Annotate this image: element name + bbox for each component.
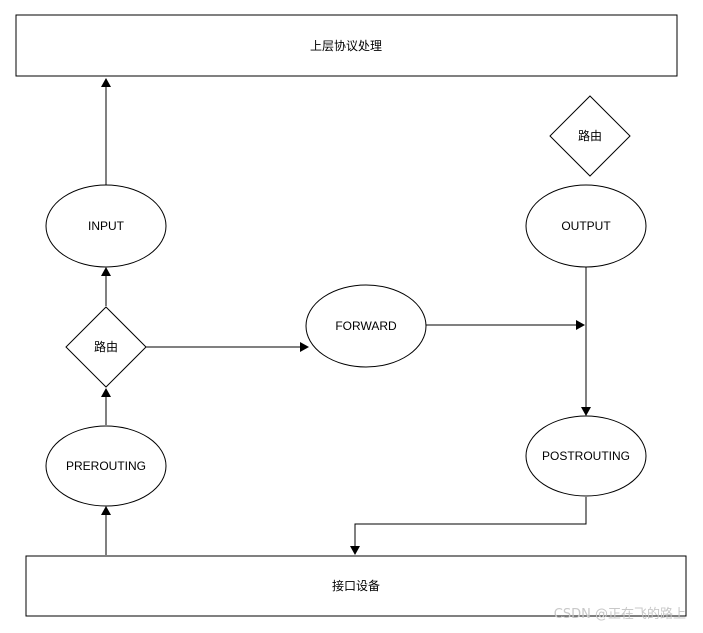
routing-left-label: 路由 xyxy=(94,339,118,354)
forward-label: FORWARD xyxy=(335,319,397,333)
interface-node: 接口设备 xyxy=(25,555,687,617)
prerouting-node: PREROUTING xyxy=(45,425,167,507)
upper-layer-label: 上层协议处理 xyxy=(310,38,382,53)
prerouting-label: PREROUTING xyxy=(66,459,146,473)
postrouting-node: POSTROUTING xyxy=(525,415,647,497)
postrouting-label: POSTROUTING xyxy=(542,449,630,463)
edges xyxy=(101,78,591,555)
edge-postrouting-to-interface xyxy=(350,497,587,555)
routing-left-node: 路由 xyxy=(65,306,147,388)
upper-layer-node: 上层协议处理 xyxy=(15,14,678,77)
interface-label: 接口设备 xyxy=(332,578,380,593)
input-label: INPUT xyxy=(88,219,125,233)
forward-node: FORWARD xyxy=(305,284,427,368)
routing-top-label: 路由 xyxy=(578,128,602,143)
output-node: OUTPUT xyxy=(525,184,647,268)
watermark-text: CSDN @正在飞的路上 xyxy=(554,606,686,622)
input-node: INPUT xyxy=(45,184,167,268)
routing-top-node: 路由 xyxy=(549,95,631,177)
output-label: OUTPUT xyxy=(561,219,611,233)
